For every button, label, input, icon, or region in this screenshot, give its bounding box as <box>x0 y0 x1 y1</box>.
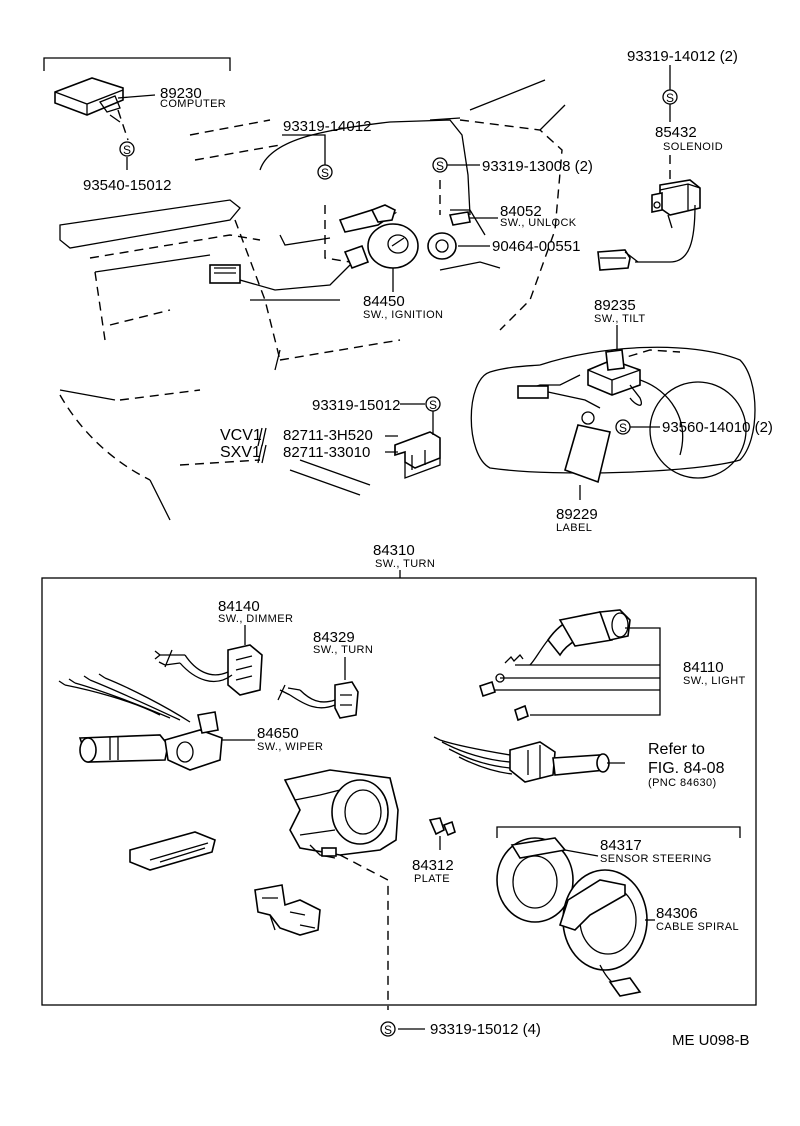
dimmer-switch-drawing <box>154 644 263 696</box>
part-84450-number: 84450 <box>363 293 405 310</box>
model-sxv1: SXV1 <box>220 444 261 461</box>
bolt-symbol-label: S <box>321 166 329 180</box>
part-93319-14012-number: 93319-14012 <box>283 118 371 135</box>
part-84329-name: SW., TURN <box>313 644 373 656</box>
part-89229-number: 89229 <box>556 506 598 523</box>
part-89230-name: COMPUTER <box>160 98 226 110</box>
turn-stalk-drawing <box>433 736 610 783</box>
part-93319-14012-2-number: 93319-14012 (2) <box>627 48 738 65</box>
bolt-symbol-label: S <box>619 421 627 435</box>
dashboard-outline <box>59 79 566 521</box>
bolt-symbol-icon <box>119 141 135 157</box>
part-84310-number: 84310 <box>373 542 415 559</box>
refer-line3: (PNC 84630) <box>648 777 717 789</box>
wiper-switch-drawing <box>58 673 223 771</box>
part-89235-number: 89235 <box>594 297 636 314</box>
part-89229-name: LABEL <box>556 522 592 534</box>
lower-bracket-drawing <box>254 884 321 936</box>
part-84450-name: SW., IGNITION <box>363 309 443 321</box>
part-84140-name: SW., DIMMER <box>218 613 293 625</box>
light-switch-drawing <box>479 609 661 722</box>
tilt-switch-drawing <box>470 346 756 484</box>
part-84650-number: 84650 <box>257 725 299 742</box>
part-85432-number: 85432 <box>655 124 697 141</box>
part-89235-name: SW., TILT <box>594 313 645 325</box>
part-84317-name: SENSOR STEERING <box>600 853 712 865</box>
plate-drawing <box>428 817 456 837</box>
sensor-steering-drawing <box>496 837 599 923</box>
figure-code: ME U098-B <box>672 1032 750 1049</box>
refer-line2: FIG. 84-08 <box>648 760 725 777</box>
part-84312-number: 84312 <box>412 857 454 874</box>
part-84306-number: 84306 <box>656 905 698 922</box>
bracket-drawing <box>394 431 441 479</box>
part-90464-number: 90464-00551 <box>492 238 580 255</box>
part-84317-number: 84317 <box>600 837 642 854</box>
part-84052-number: 84052 <box>500 203 542 220</box>
computer-group <box>43 57 231 141</box>
part-84052-name: SW., UNLOCK <box>500 217 577 229</box>
bolt-symbol-icon <box>380 1021 396 1037</box>
connector-drawing <box>129 831 216 871</box>
part-84110-name: SW., LIGHT <box>683 675 746 687</box>
part-82711-3h520-number: 82711-3H520 <box>283 427 373 444</box>
part-84312-name: PLATE <box>414 873 450 885</box>
ignition-switch-drawing <box>209 180 471 291</box>
part-84310-name: SW., TURN <box>375 558 435 570</box>
turn-switch-small-drawing <box>277 681 359 719</box>
part-84110-number: 84110 <box>683 659 724 676</box>
part-84329-number: 84329 <box>313 629 355 646</box>
switch-assembly-box <box>41 577 757 1006</box>
part-89230-number: 89230 <box>160 85 202 102</box>
part-85432-name: SOLENOID <box>663 141 723 153</box>
bolt-symbol-label: S <box>436 159 444 173</box>
cable-spiral-drawing <box>558 869 655 997</box>
part-93319-13008-number: 93319-13008 (2) <box>482 158 593 175</box>
part-93319-15012-number: 93319-15012 <box>312 397 400 414</box>
part-93319-15012-4-number: 93319-15012 (4) <box>430 1021 541 1038</box>
bolt-symbol-label: S <box>123 143 131 157</box>
solenoid-drawing <box>597 179 701 271</box>
column-housing-drawing <box>283 769 399 1010</box>
part-84650-name: SW., WIPER <box>257 741 323 753</box>
part-84140-number: 84140 <box>218 598 260 615</box>
model-vcv1: VCV1 <box>220 427 262 444</box>
bolt-symbol-label: S <box>384 1023 392 1037</box>
refer-line1: Refer to <box>648 741 705 758</box>
part-93560-number: 93560-14010 (2) <box>662 419 773 436</box>
part-93540-number: 93540-15012 <box>83 177 171 194</box>
bolt-symbol-label: S <box>666 91 674 105</box>
part-84306-name: CABLE SPIRAL <box>656 921 739 933</box>
bolt-symbol-label: S <box>429 398 437 412</box>
part-82711-33010-number: 82711-33010 <box>283 444 370 461</box>
